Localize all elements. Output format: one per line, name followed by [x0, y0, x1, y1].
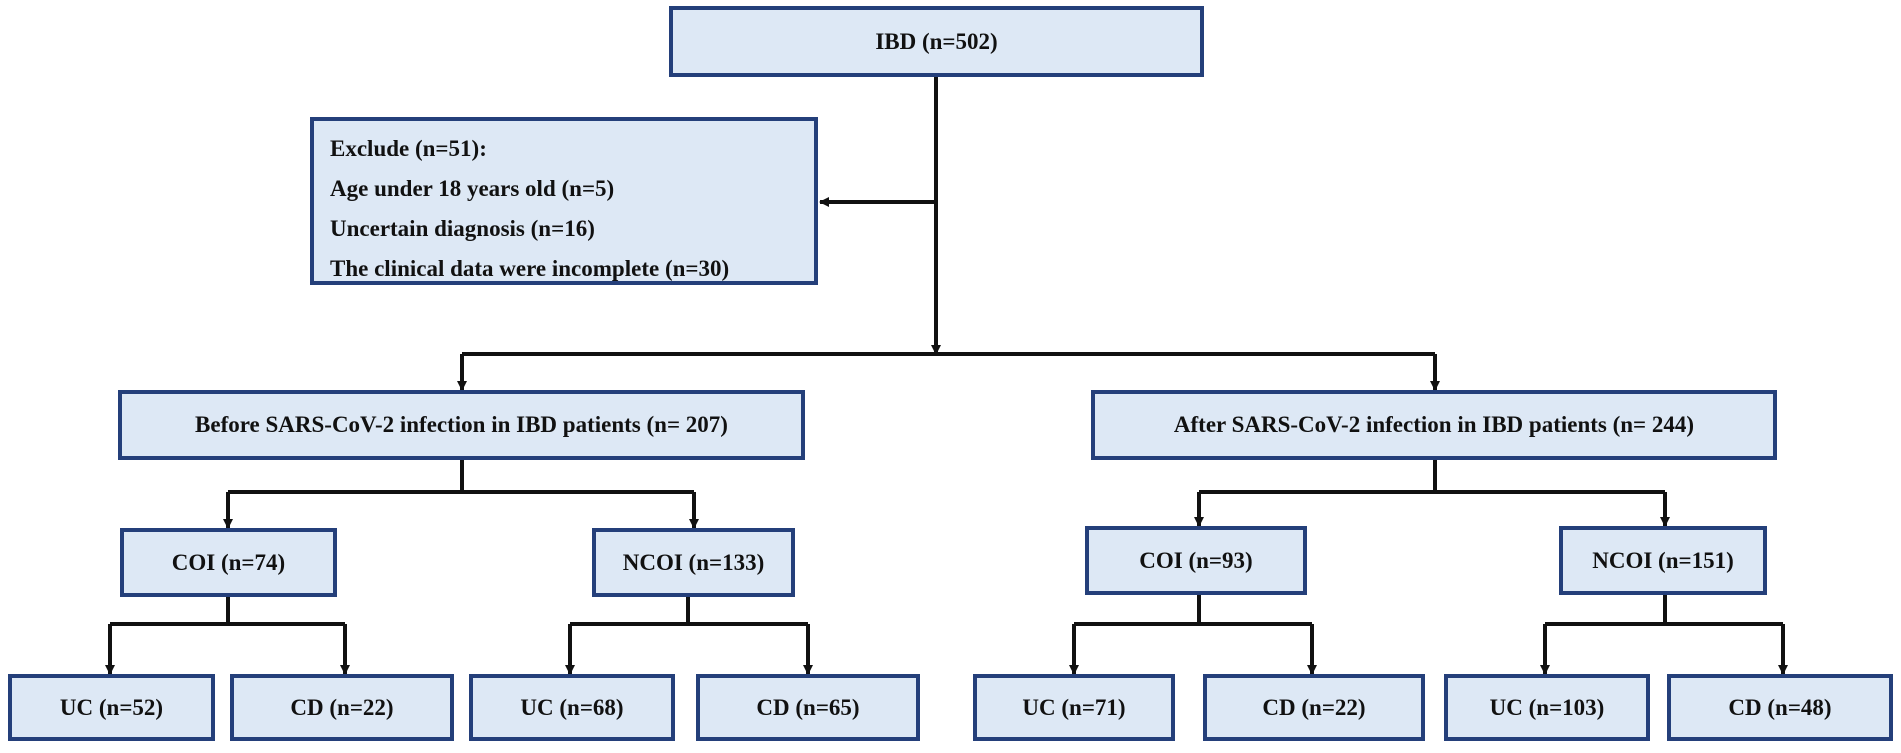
b-ncoi-cd-box: CD (n=65) [696, 674, 920, 741]
after-infection-box: After SARS-CoV-2 infection in IBD patien… [1091, 390, 1777, 460]
b-ncoi-uc-box: UC (n=68) [469, 674, 675, 741]
b-coi-uc-box: UC (n=52) [8, 674, 215, 741]
exclude-box: Exclude (n=51): Age under 18 years old (… [310, 117, 818, 285]
a-ncoi-uc-box: UC (n=103) [1444, 674, 1650, 741]
ibd-root-box: IBD (n=502) [669, 6, 1204, 77]
after-coi-box: COI (n=93) [1085, 526, 1307, 595]
before-coi-box: COI (n=74) [120, 528, 337, 597]
exclude-item-age: Age under 18 years old (n=5) [330, 176, 615, 201]
after-ncoi-box: NCOI (n=151) [1559, 526, 1767, 595]
a-coi-uc-box: UC (n=71) [973, 674, 1175, 741]
before-infection-box: Before SARS-CoV-2 infection in IBD patie… [118, 390, 805, 460]
exclude-item-incomplete: The clinical data were incomplete (n=30) [330, 256, 730, 281]
a-coi-cd-box: CD (n=22) [1203, 674, 1425, 741]
b-coi-cd-box: CD (n=22) [230, 674, 454, 741]
exclude-title: Exclude (n=51): [330, 136, 487, 161]
exclude-item-diagnosis: Uncertain diagnosis (n=16) [330, 216, 595, 241]
a-ncoi-cd-box: CD (n=48) [1667, 674, 1893, 741]
before-ncoi-box: NCOI (n=133) [592, 528, 795, 597]
